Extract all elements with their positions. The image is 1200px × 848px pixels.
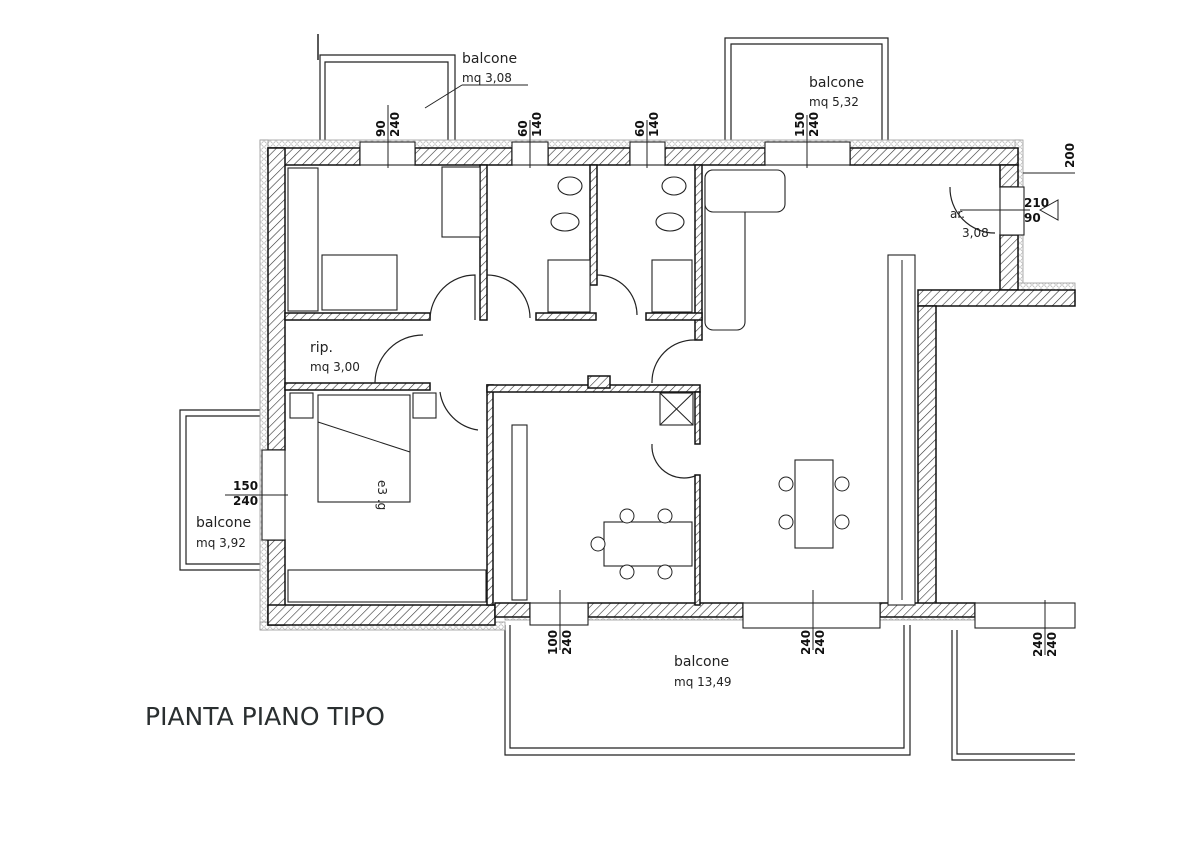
- dim-w6-width: 100: [546, 630, 560, 655]
- plan-title: PIANTA PIANO TIPO: [145, 702, 385, 731]
- dim-w7-width: 240: [799, 630, 813, 655]
- area-ingresso: 3,08: [962, 226, 989, 240]
- label-balcone-2: balcone: [809, 75, 864, 91]
- dim-w2-width: 60: [516, 120, 530, 137]
- dim-door-width: 210: [1024, 196, 1049, 210]
- windows: [261, 141, 1076, 629]
- dim-w7-height: 240: [813, 630, 827, 655]
- dim-w1-height: 240: [388, 112, 402, 137]
- label-ingresso: ar.: [950, 207, 965, 221]
- dim-w3-width: 60: [633, 120, 647, 137]
- dim-side: 200: [1063, 143, 1077, 168]
- dim-door-height: 90: [1024, 211, 1041, 225]
- dim-w4-height: 240: [807, 112, 821, 137]
- dim-w4-width: 150: [793, 112, 807, 137]
- label-balcone-3: balcone: [196, 515, 251, 531]
- dim-w3-height: 140: [647, 112, 661, 137]
- area-balcone-3: mq 3,92: [196, 536, 246, 550]
- furniture: [287, 166, 850, 603]
- dim-w5-height: 240: [233, 494, 258, 508]
- dim-w8-height: 240: [1045, 632, 1059, 657]
- dim-w2-height: 140: [530, 112, 544, 137]
- entrance-arrow-icon: [1038, 199, 1059, 221]
- area-ripostiglio: mq 3,00: [310, 360, 360, 374]
- label-balcone-1: balcone: [462, 51, 517, 67]
- dim-w5-width: 150: [233, 479, 258, 493]
- label-ripostiglio: rip.: [310, 340, 333, 356]
- dim-w6-height: 240: [560, 630, 574, 655]
- walls: [267, 147, 1076, 626]
- bed-label: e3 .g: [375, 480, 389, 510]
- label-balcone-4: balcone: [674, 654, 729, 670]
- balconies: [179, 34, 1075, 761]
- area-balcone-2: mq 5,32: [809, 95, 859, 109]
- dim-w1-width: 90: [374, 120, 388, 137]
- dimension-lines: [225, 84, 1075, 655]
- area-balcone-1: mq 3,08: [462, 71, 512, 85]
- dim-w8-width: 240: [1031, 632, 1045, 657]
- area-balcone-4: mq 13,49: [674, 675, 731, 689]
- doors: [374, 186, 996, 479]
